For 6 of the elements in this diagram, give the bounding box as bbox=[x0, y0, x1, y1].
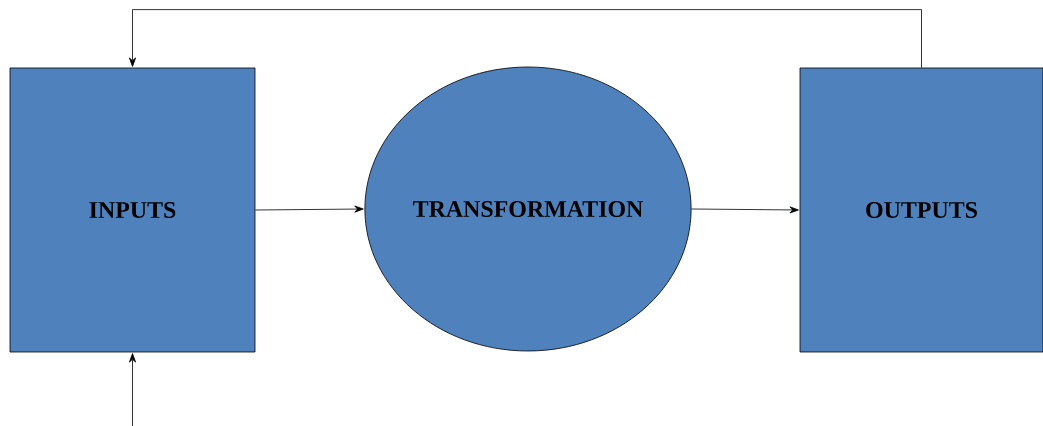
arrow bbox=[691, 206, 799, 214]
process-box: OUTPUTS bbox=[799, 67, 1043, 353]
arrow bbox=[129, 353, 136, 363]
arrow bbox=[255, 205, 364, 213]
arrow bbox=[129, 9, 922, 68]
process-box: INPUTS bbox=[9, 67, 256, 353]
